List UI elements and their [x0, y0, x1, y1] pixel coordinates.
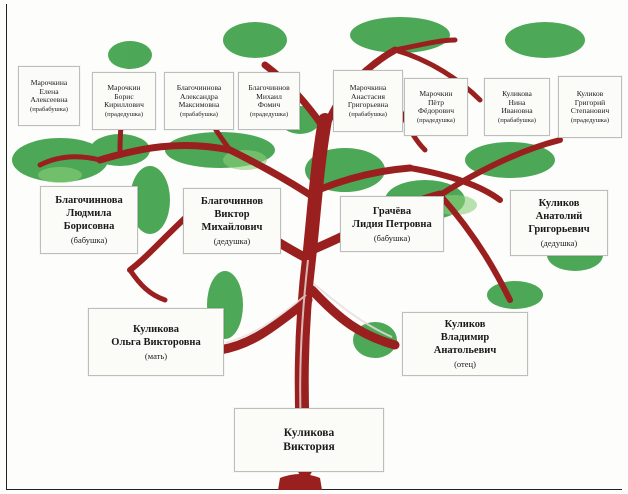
branch: [392, 47, 483, 103]
name-line: Людмила: [66, 208, 112, 220]
name-line: Куликова: [132, 323, 180, 335]
role-label: (прадедушка): [570, 116, 610, 124]
name-line: Грачёва: [372, 205, 412, 217]
roots-signature: [278, 474, 322, 490]
card-grandfather-maternal: Благочиннов Виктор Михайлович (дедушка): [183, 188, 281, 254]
name-line: Михаил: [256, 91, 282, 101]
role-label: (прабабушка): [180, 110, 218, 118]
branch: [37, 154, 103, 168]
name-line: Марочкина: [30, 78, 68, 88]
name-line: Кириллович: [104, 100, 144, 110]
name-line: Марочкин: [107, 83, 141, 93]
name-line: Борисовна: [63, 221, 115, 233]
branch: [96, 141, 234, 164]
name-line: Ивановна: [501, 106, 533, 116]
card-great-grandmother-4: Куликова Нина Ивановна (прабабушка): [484, 78, 550, 136]
role-label: (прадедушка): [249, 110, 289, 118]
branch-highlight: [224, 294, 307, 344]
branch: [215, 295, 313, 355]
role-label: (дедушка): [213, 236, 251, 247]
branch: [392, 37, 458, 53]
name-line: Ольга Викторовна: [111, 336, 201, 348]
role-label: (дедушка): [540, 238, 578, 249]
name-line: Благочиннова: [176, 83, 222, 93]
name-line: Благочиннов: [200, 196, 264, 207]
name-line: Анатольевич: [433, 345, 497, 357]
leaf-cluster: [130, 166, 170, 234]
name-line: Александра: [179, 91, 219, 101]
role-label: (мать): [144, 350, 168, 361]
name-line: Пётр: [427, 97, 445, 107]
card-grandmother-paternal: Грачёва Лидия Петровна (бабушка): [340, 196, 444, 252]
name-line: Алексеевна: [30, 95, 68, 105]
name-line: Куликов: [576, 89, 604, 99]
name-line: Марочкин: [419, 89, 453, 99]
card-grandfather-paternal: Куликов Анатолий Григорьевич (дедушка): [510, 190, 608, 256]
card-great-grandmother-3: Марочкина Анастасия Григорьевна (прабабу…: [333, 70, 403, 132]
name-line: Степанович: [570, 106, 610, 116]
name-line: Борис: [114, 91, 134, 101]
card-great-grandmother-1: Марочкина Елена Алексеевна (прабабушка): [18, 66, 80, 126]
name-line: Анастасия: [351, 91, 385, 101]
leaf-cluster: [108, 41, 152, 69]
role-label: (прабабушка): [498, 116, 536, 124]
name-line: Благочиннов: [248, 83, 290, 93]
branch: [127, 267, 168, 303]
name-line: Куликов: [538, 198, 580, 209]
card-grandmother-maternal: Благочиннова Людмила Борисовна (бабушка): [40, 186, 138, 254]
name-line: Владимир: [440, 332, 490, 344]
card-child: Куликова Виктория: [234, 408, 384, 472]
leaf-cluster: [223, 22, 287, 58]
card-great-grandfather-1: Марочкин Борис Кириллович (прадедушка): [92, 72, 156, 130]
name-line: Виктор: [214, 209, 250, 221]
card-father: Куликов Владимир Анатольевич (отец): [402, 312, 528, 376]
branch: [437, 137, 563, 198]
name-line: Фёдорович: [417, 106, 455, 116]
name-line: Михайлович: [201, 222, 263, 234]
card-great-grandmother-2: Благочиннова Александра Максимовна (праб…: [164, 72, 234, 130]
role-label: (бабушка): [373, 232, 411, 243]
name-line: Виктория: [283, 441, 335, 453]
role-label: (прабабушка): [30, 105, 68, 113]
role-label: (прадедушка): [104, 110, 144, 118]
leaf-cluster: [505, 22, 585, 58]
name-line: Максимовна: [178, 100, 220, 110]
card-great-grandfather-2: Благочиннов Михаил Фомич (прадедушка): [238, 72, 300, 130]
name-line: Григорьевна: [347, 100, 389, 110]
name-line: Марочкина: [349, 83, 387, 93]
frame-left-border: [6, 4, 7, 490]
name-line: Григорьевич: [528, 224, 590, 236]
name-line: Лидия Петровна: [352, 218, 432, 230]
card-great-grandfather-3: Марочкин Пётр Фёдорович (прадедушка): [404, 78, 468, 136]
branch: [314, 164, 414, 194]
name-line: Куликов: [444, 319, 486, 330]
role-label: (отец): [454, 359, 476, 370]
card-mother: Куликова Ольга Викторовна (мать): [88, 308, 224, 376]
branch: [437, 192, 513, 303]
name-line: Анатолий: [535, 211, 583, 223]
role-label: (прадедушка): [416, 116, 456, 124]
name-line: Куликова: [502, 89, 532, 99]
branch: [226, 146, 322, 204]
name-line: Куликова: [283, 426, 335, 439]
name-line: Григорий: [574, 97, 606, 107]
name-line: Нина: [508, 97, 526, 107]
name-line: Елена: [39, 86, 59, 96]
branch-highlight: [313, 283, 393, 338]
leaf-cluster-light: [38, 167, 82, 183]
name-line: Фомич: [257, 100, 281, 110]
name-line: Благочиннова: [55, 195, 123, 206]
role-label: (бабушка): [70, 235, 108, 246]
role-label: (прабабушка): [349, 110, 387, 118]
branch: [307, 285, 400, 350]
card-great-grandfather-4: Куликов Григорий Степанович (прадедушка): [558, 76, 622, 138]
leaf-cluster: [487, 281, 543, 309]
